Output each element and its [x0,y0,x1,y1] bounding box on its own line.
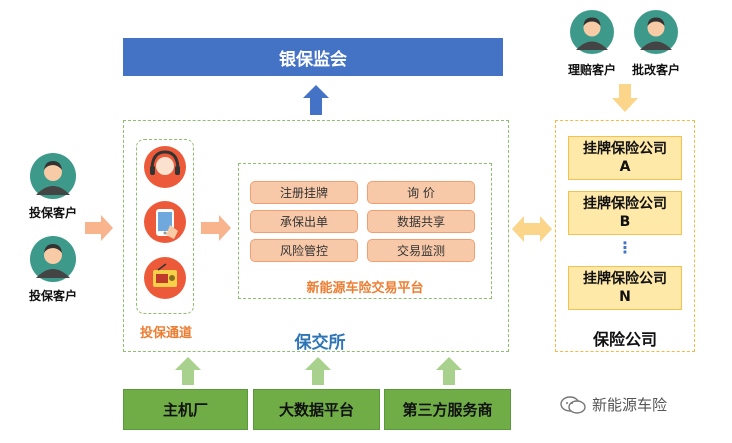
endorsement-customer-label: 批改客户 [631,63,680,77]
watermark-text: 新能源车险 [592,396,668,414]
claims-customer-label: 理赔客户 [567,63,616,77]
arrow-right-icon [85,215,113,241]
arrow-up-to-regulator [303,85,329,115]
insurer-name: 挂牌保险公司 [583,196,667,212]
provider-oem: 主机厂 [123,389,248,430]
insurer-code: A [619,159,631,175]
arrow-right-icon [201,215,231,241]
watermark: 新能源车险 [560,394,667,415]
insurers-ellipsis: ⋮ [617,238,633,257]
function-inquiry: 询 价 [367,181,475,204]
channel-label: 投保通道 [139,326,192,341]
double-arrow-icon [512,216,552,242]
platform-container [238,163,492,299]
insurer-name: 挂牌保险公司 [583,141,667,157]
arrow-up-icon [175,357,201,385]
function-data-sharing: 数据共享 [367,210,475,233]
insurance-label: 保险公司 [592,330,657,349]
insurer-b: 挂牌保险公司 B [568,191,682,235]
customer-label: 投保客户 [28,289,77,303]
exchange-container [123,120,509,352]
arrow-up-icon [305,357,331,385]
function-underwriting: 承保出单 [250,210,358,233]
regulator-box: 银保监会 [123,38,503,76]
platform-label: 新能源车险交易平台 [306,281,424,296]
exchange-label: 保交所 [294,333,346,353]
mobile-app-icon [144,201,186,243]
arrow-down-icon [612,84,638,112]
customer-avatar-icon [30,236,76,282]
insurer-code: N [619,289,631,305]
function-risk-control: 风险管控 [250,239,358,262]
channel-container [136,139,194,314]
customer-service-icon [144,146,186,188]
function-register: 注册挂牌 [250,181,358,204]
customer-label: 投保客户 [28,206,77,220]
provider-third-party: 第三方服务商 [384,389,511,430]
radio-icon [144,257,186,299]
customer-avatar-icon [634,10,678,54]
function-trade-monitoring: 交易监测 [367,239,475,262]
insurer-code: B [619,214,631,230]
provider-big-data: 大数据平台 [253,389,380,430]
arrow-up-icon [436,357,462,385]
customer-avatar-icon [570,10,614,54]
insurance-container [555,120,695,352]
wechat-icon [560,395,586,414]
customer-avatar-icon [30,153,76,199]
insurer-name: 挂牌保险公司 [583,271,667,287]
insurer-a: 挂牌保险公司 A [568,136,682,180]
insurer-n: 挂牌保险公司 N [568,266,682,310]
